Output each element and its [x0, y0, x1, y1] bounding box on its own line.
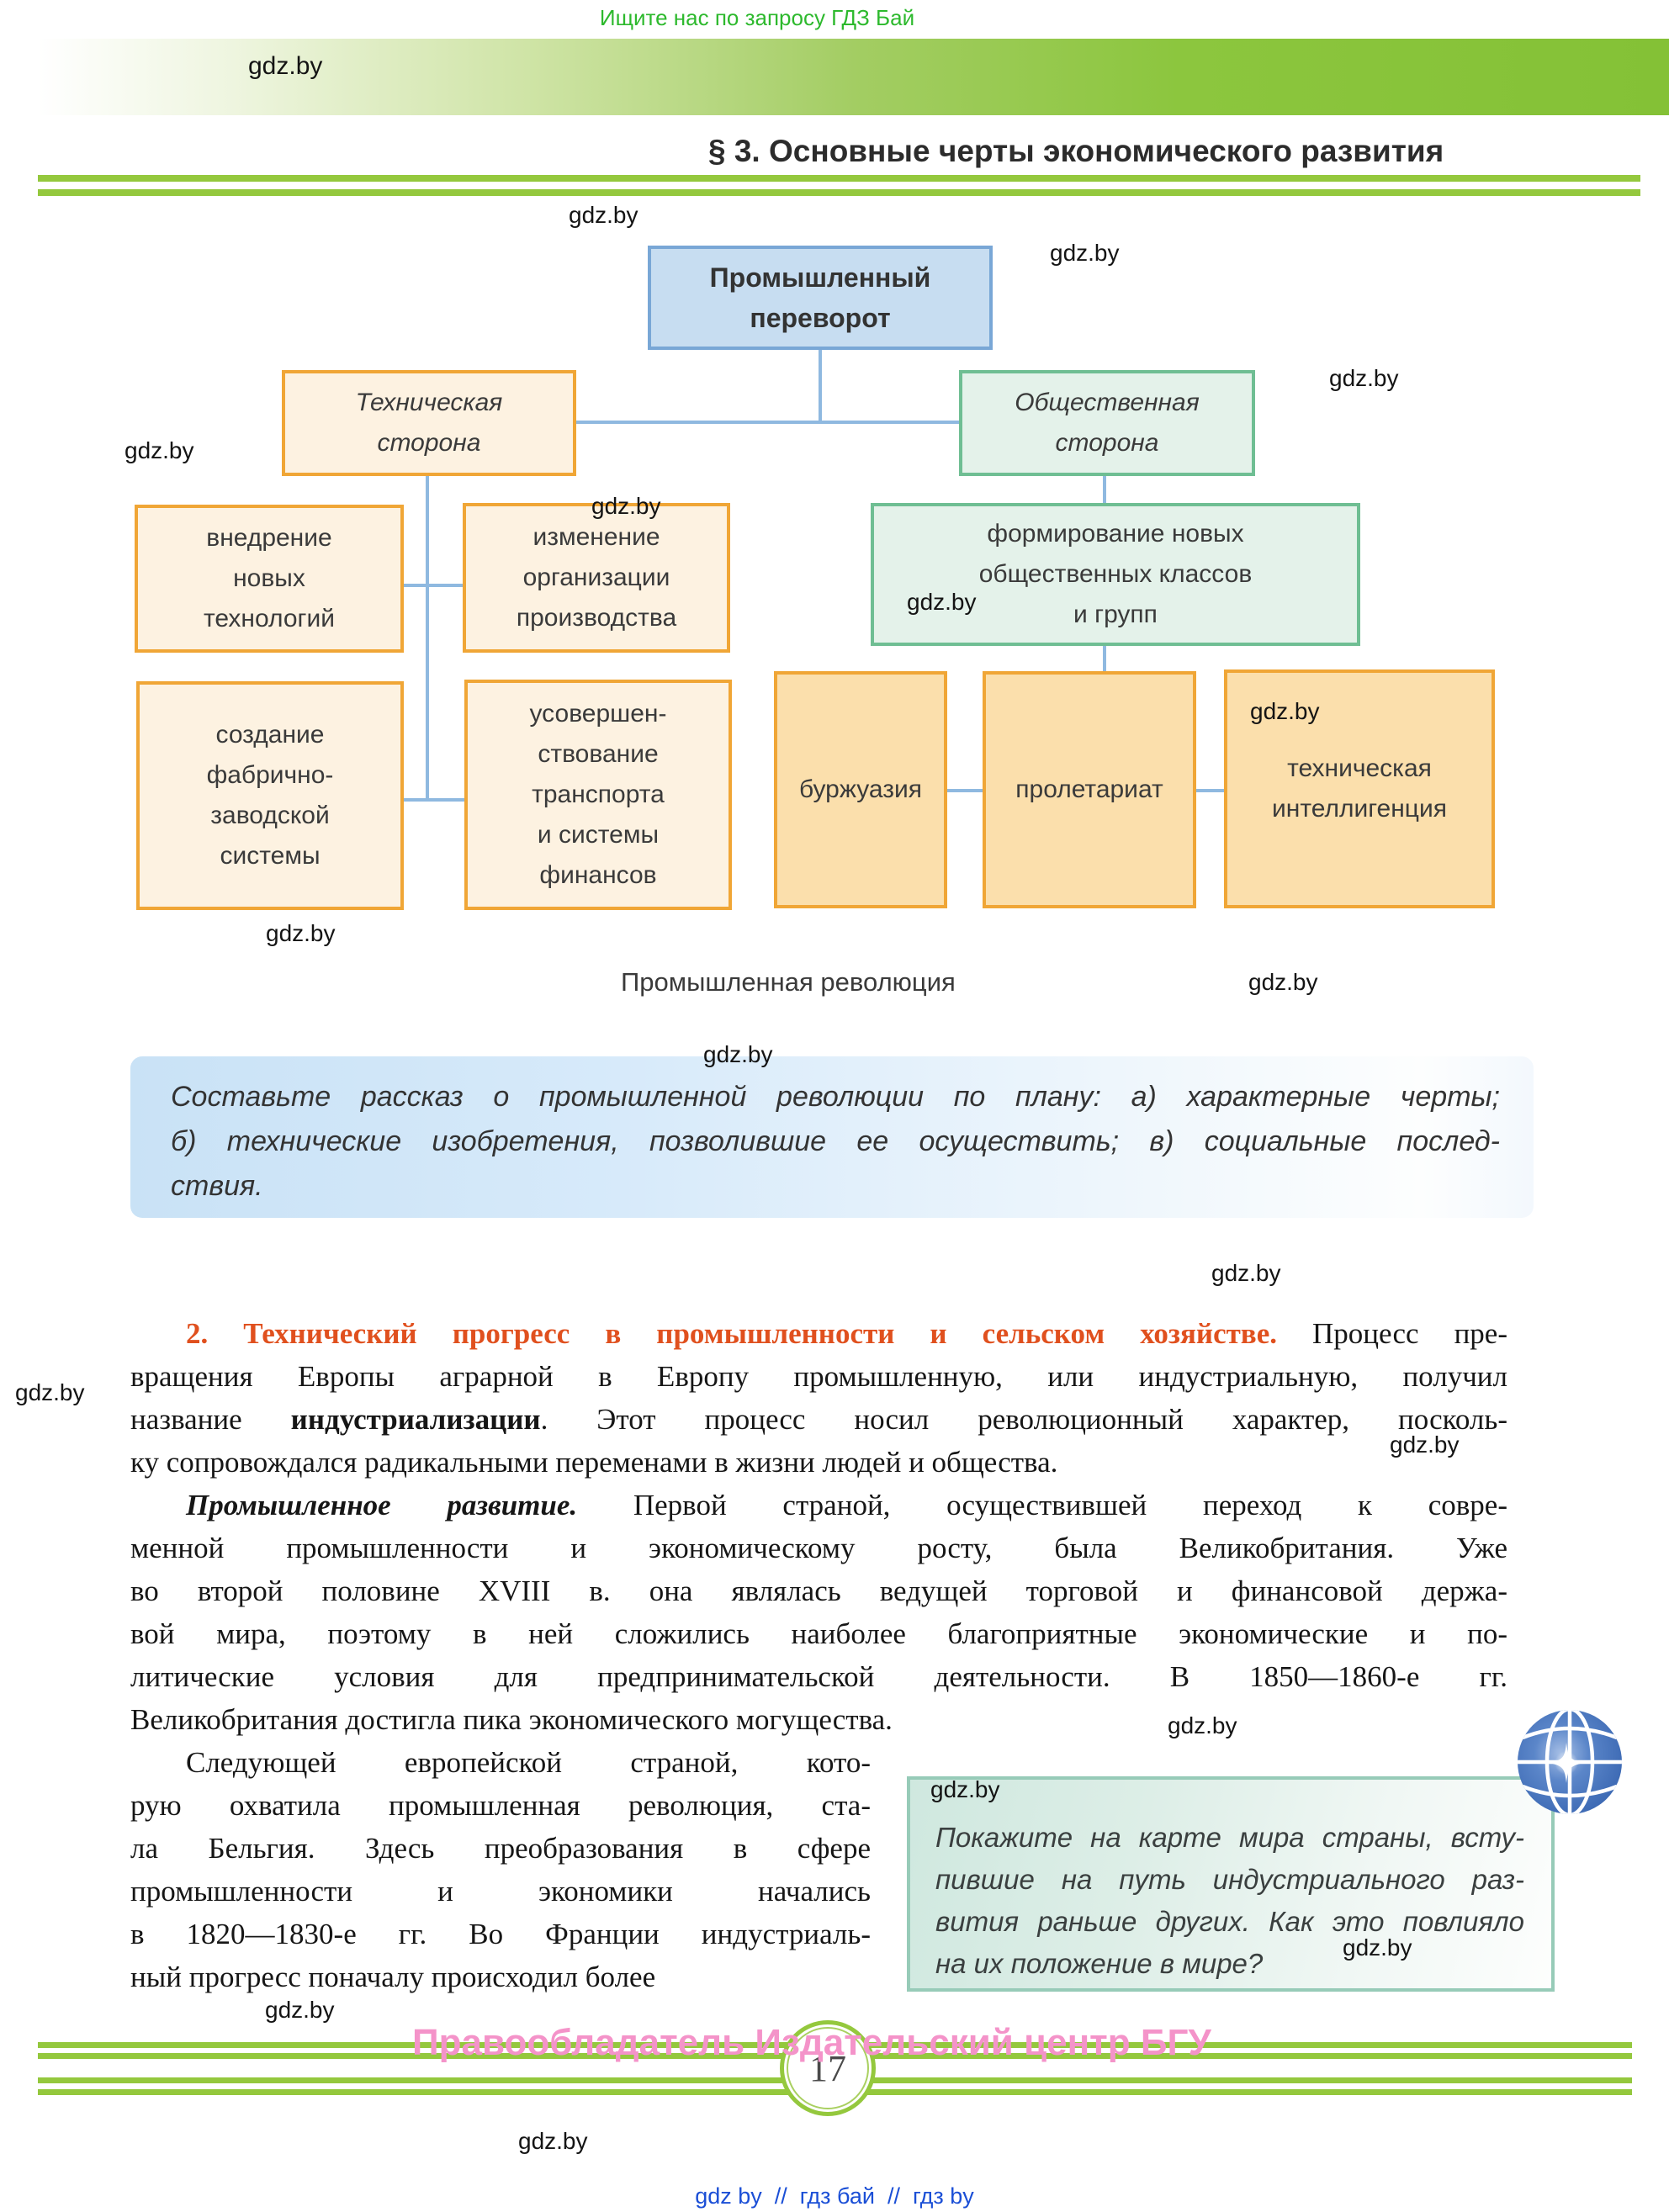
body-line: в 1820—1830-е гг. Во Франции индустриаль…: [130, 1918, 871, 1950]
globe-icon: [1518, 1710, 1622, 1814]
gdz-watermark: gdz.by: [1050, 240, 1120, 266]
connector-root-down: [819, 350, 822, 422]
diagram-proletariat-box: пролетариат: [983, 671, 1196, 908]
gdz-watermark: gdz.by: [569, 202, 638, 228]
gdz-watermark: gdz.by: [1343, 1934, 1412, 1961]
gdz-watermark: gdz.by: [248, 52, 323, 80]
body-line: менной промышленности и экономическому р…: [130, 1532, 1507, 1564]
body-line: промышленности и экономики начались: [130, 1875, 871, 1908]
gdz-watermark: gdz.by: [1329, 365, 1399, 391]
map-task-line: вития раньше других. Как это повлияло: [935, 1906, 1524, 1937]
gdz-watermark: gdz.by: [518, 2128, 588, 2154]
gdz-watermark: gdz.by: [591, 493, 661, 519]
body-line: рую охватила промышленная революция, ста…: [130, 1789, 871, 1822]
task-line: Составьте рассказ о промышленной революц…: [171, 1081, 1500, 1113]
body-line: вращения Европы аграрной в Европу промыш…: [130, 1360, 1507, 1393]
connector-tech-row1: [404, 584, 464, 587]
gdz-watermark: gdz.by: [1211, 1260, 1281, 1286]
bottom-slogan: gdz by // гдз бай // гдз by: [695, 2183, 974, 2209]
task-line: ствия.: [171, 1170, 263, 1202]
gdz-watermark: gdz.by: [1168, 1712, 1237, 1738]
map-task-box: Покажите на карте мира страны, всту- пив…: [907, 1776, 1555, 1992]
body-line: литические условия для предпринимательск…: [130, 1660, 1507, 1693]
gdz-watermark: gdz.by: [1250, 698, 1320, 724]
diagram-bourgeoisie-box: буржуазия: [774, 671, 947, 908]
gdz-watermark: gdz.by: [703, 1041, 773, 1067]
body-line: ла Бельгия. Здесь преобразования в сфере: [130, 1832, 871, 1865]
connector-classes-2: [1196, 789, 1226, 792]
body-line: Промышленное развитие. Первой страной, о…: [186, 1489, 1507, 1521]
connector-tech-down: [426, 476, 429, 802]
connector-group-down: [1103, 646, 1106, 673]
body-line: Великобритания достигла пика экономическ…: [130, 1703, 893, 1736]
map-task-line: Покажите на карте мира страны, всту-: [935, 1822, 1524, 1853]
connector-classes-1: [947, 789, 984, 792]
page-number-badge: 17: [780, 2020, 876, 2116]
divider-line: [38, 175, 1640, 182]
gdz-watermark: gdz.by: [265, 1997, 335, 2023]
map-task-line: пившие на путь индустриального раз-: [935, 1864, 1524, 1895]
body-line: Следующей европейской страной, кото-: [186, 1746, 871, 1779]
connector-tech-row2: [404, 798, 466, 802]
gdz-watermark: gdz.by: [930, 1776, 1000, 1802]
gdz-watermark: gdz.by: [266, 920, 336, 946]
map-task-line: на их положение в мире?: [935, 1948, 1264, 1979]
body-line: ку сопровождался радикальными переменами…: [130, 1446, 1058, 1479]
body-line: вой мира, поэтому в ней сложились наибол…: [130, 1617, 1507, 1650]
diagram-caption: Промышленная революция: [621, 967, 956, 997]
gdz-watermark: gdz.by: [125, 437, 194, 463]
gdz-watermark: gdz.by: [1248, 969, 1318, 995]
body-line: название индустриализации. Этот процесс …: [130, 1403, 1508, 1436]
connector-sides: [576, 421, 961, 424]
page-title: § 3. Основные черты экономического разви…: [708, 134, 1444, 168]
gdz-watermark: gdz.by: [1390, 1431, 1460, 1458]
body-text: 2. Технический прогресс в промышленности…: [130, 1312, 1507, 1998]
connector-social-down: [1103, 476, 1106, 505]
divider-line: [38, 189, 1640, 196]
gdz-watermark: gdz.by: [907, 589, 977, 615]
body-line: 2. Технический прогресс в промышленности…: [186, 1317, 1507, 1350]
body-line: ный прогресс поначалу происходил более: [130, 1961, 656, 1993]
green-banner: [38, 39, 1669, 115]
body-line: во второй половине XVIII в. она являлась…: [130, 1574, 1507, 1607]
gdz-watermark: gdz.by: [15, 1379, 85, 1405]
copyright-text: Правообладатель Издательский центр БГУ: [412, 2022, 1211, 2063]
search-hint-text: Ищите нас по запросу ГДЗ Бай: [599, 5, 915, 30]
task-box: Составьте рассказ о промышленной революц…: [130, 1056, 1534, 1218]
task-line: б) технические изобретения, позволившие …: [171, 1125, 1500, 1157]
